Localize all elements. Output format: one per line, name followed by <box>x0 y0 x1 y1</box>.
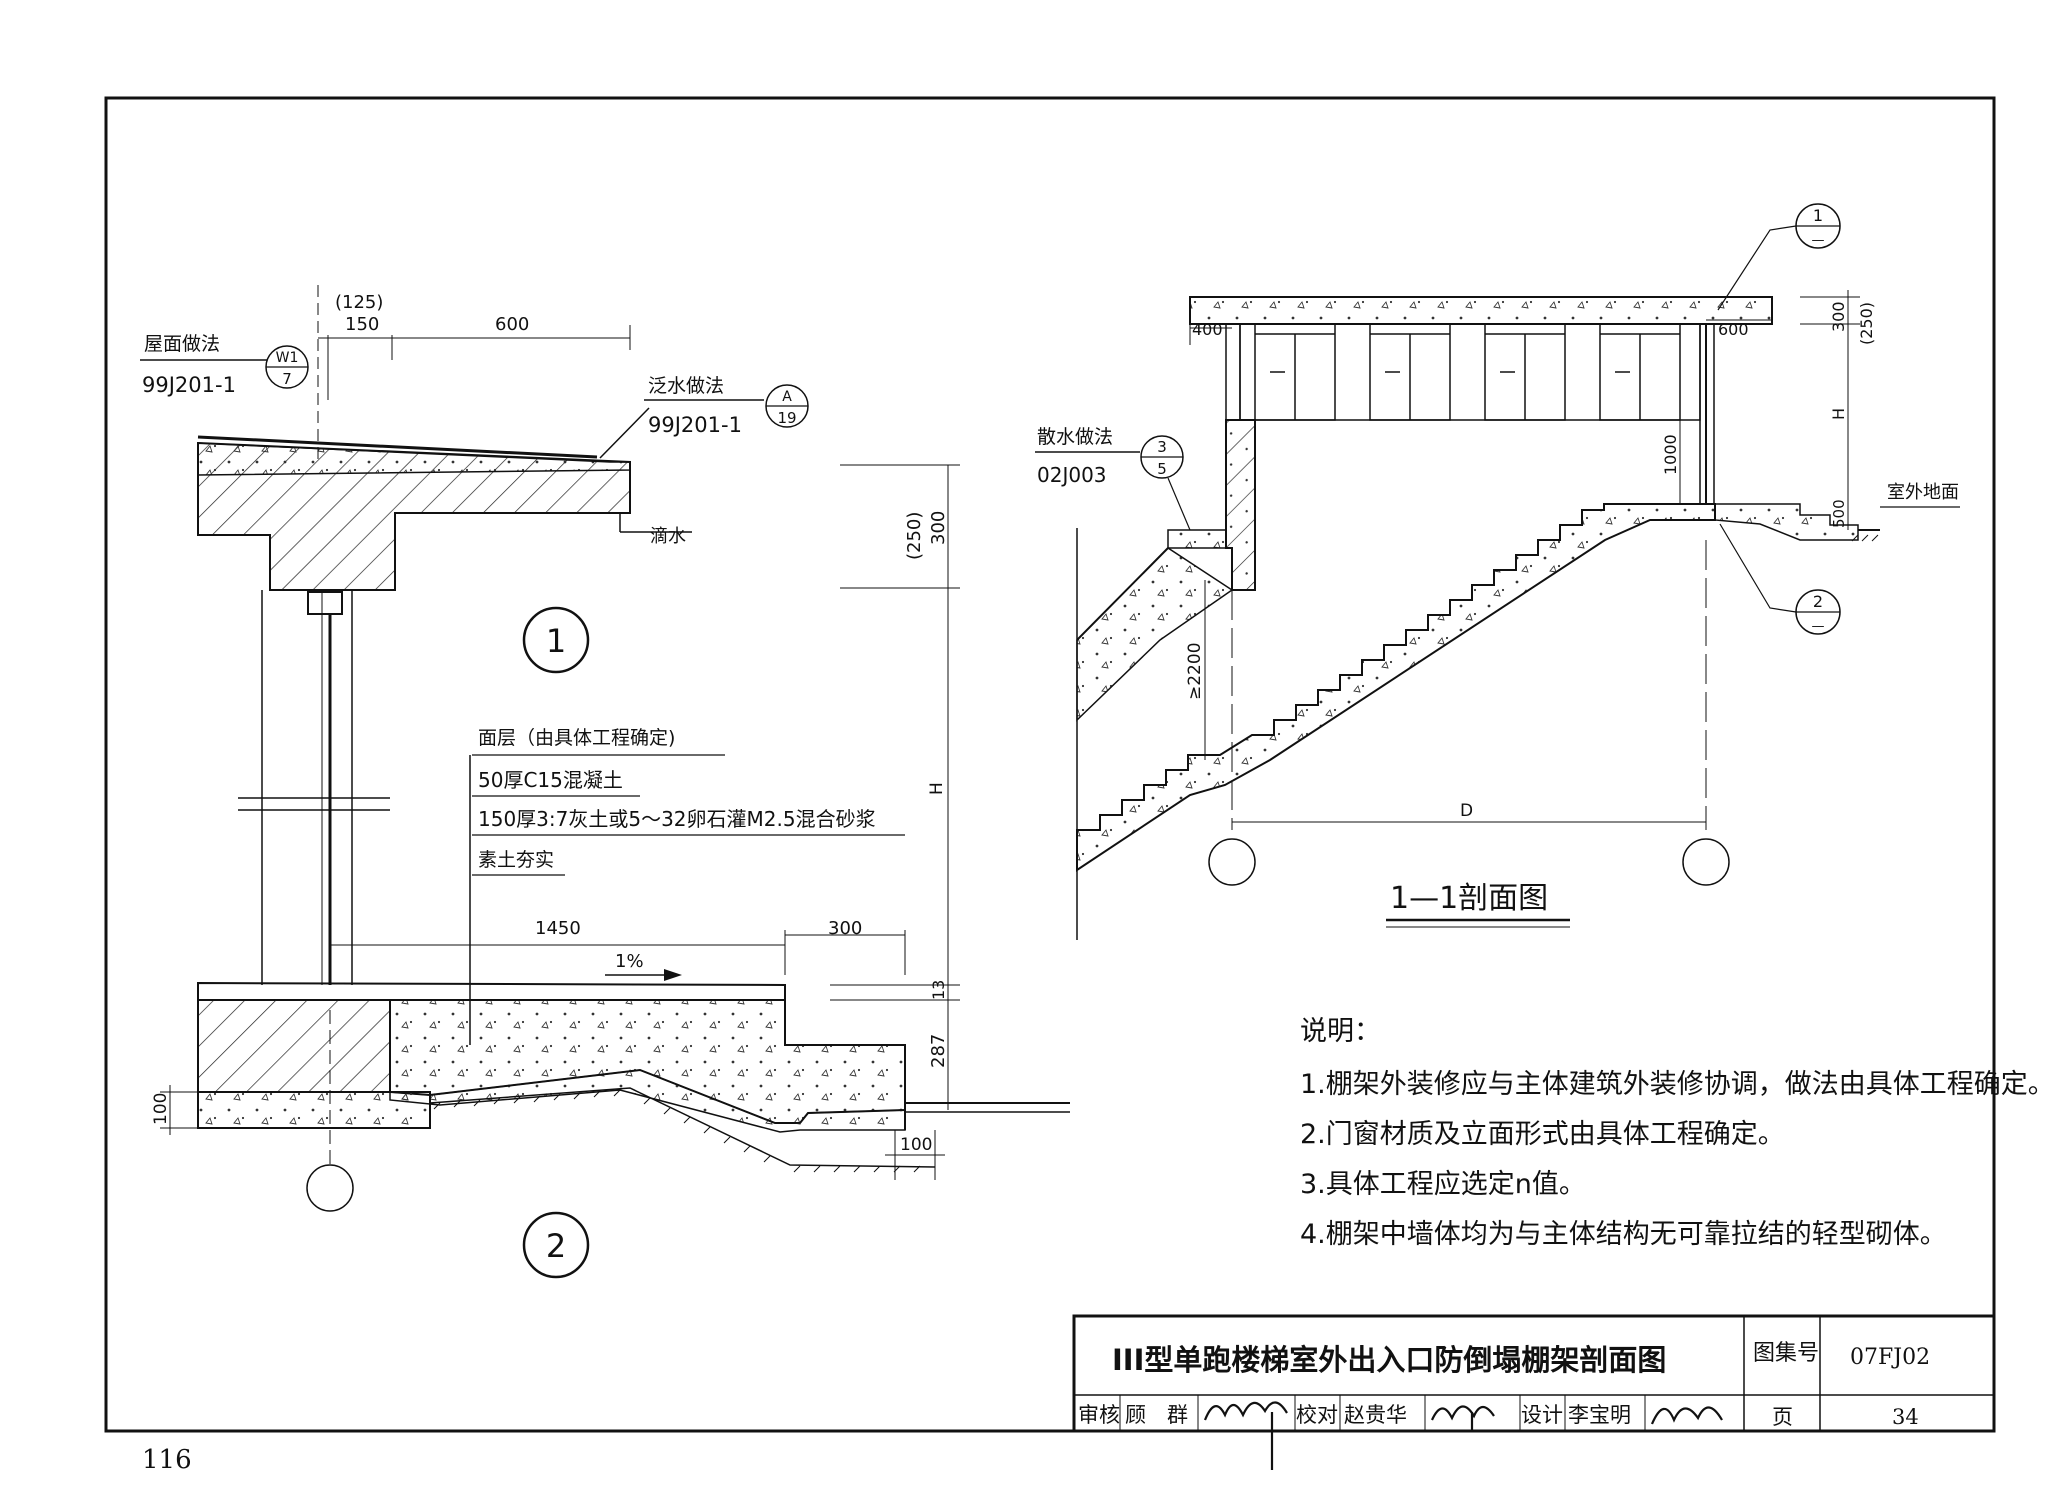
dim-250: (250) <box>904 512 925 560</box>
detail-1: 滴水 (125) 150 600 屋面做法 99J201-1 W1 7 泛水做法… <box>140 285 960 1050</box>
dim-250: (250) <box>1857 302 1876 345</box>
layer-2: 50厚C15混凝土 <box>478 768 623 792</box>
svg-text:—: — <box>1812 619 1825 634</box>
detail-marker-1 <box>522 606 590 674</box>
slope-label: 1% <box>615 951 644 972</box>
drip-label: 滴水 <box>650 526 686 547</box>
svg-text:W1: W1 <box>276 350 299 366</box>
dim-150: 150 <box>345 314 379 335</box>
dim-287: 287 <box>928 1034 949 1068</box>
designer: 李宝明 <box>1568 1403 1631 1427</box>
svg-text:A: A <box>782 389 792 405</box>
sheet-border <box>104 96 1996 1433</box>
notes-heading: 说明： <box>1300 1016 1381 1047</box>
dim-300: 300 <box>828 918 862 939</box>
notes: 说明： 1.棚架外装修应与主体建筑外装修协调，做法由具体工程确定。 2.门窗材质… <box>1300 1016 2048 1250</box>
svg-text:2: 2 <box>1813 592 1823 611</box>
layer-4: 素土夯实 <box>478 849 554 871</box>
dim-D: D <box>1460 801 1473 821</box>
roof-ref-code: 99J201-1 <box>142 373 236 397</box>
floor-finish <box>197 981 786 1001</box>
design-label: 设计 <box>1521 1403 1563 1427</box>
dim-H: H <box>1829 408 1848 420</box>
detail-2: 面层（由具体工程确定) 50厚C15混凝土 150厚3:7灰土或5～32卵石灌M… <box>151 727 1070 1279</box>
dim-125: (125) <box>335 292 383 313</box>
note-item-1: 1.棚架外装修应与主体建筑外装修协调，做法由具体工程确定。 <box>1300 1069 2048 1100</box>
roof-label: 屋面做法 <box>144 333 220 355</box>
floor-concrete <box>389 999 906 1124</box>
dim-300: 300 <box>1829 301 1848 332</box>
designer-signature <box>1650 1406 1723 1425</box>
layer-1: 面层（由具体工程确定) <box>478 727 675 749</box>
note-item-4: 4.棚架中墙体均为与主体结构无可靠拉结的轻型砌体。 <box>1300 1219 1947 1250</box>
foundation-base <box>197 1091 431 1129</box>
dim-13: 13 <box>929 980 948 1000</box>
axis-bubble-left <box>1208 838 1256 886</box>
layer-3: 150厚3:7灰土或5～32卵石灌M2.5混合砂浆 <box>478 807 876 831</box>
dim-H: H <box>927 782 947 795</box>
canopy-roof <box>1189 296 1773 325</box>
dim-600: 600 <box>495 314 529 335</box>
svg-text:7: 7 <box>282 370 292 388</box>
detail-marker-2 <box>522 1211 590 1279</box>
roof-topping <box>197 442 631 476</box>
stair-flight <box>1076 503 1716 872</box>
page-value: 34 <box>1892 1405 1919 1429</box>
flash-label: 泛水做法 <box>648 375 724 397</box>
svg-text:1: 1 <box>546 622 566 660</box>
title-block: III型单跑楼梯室外出入口防倒塌棚架剖面图 图集号 07FJ02 审核 顾 群 … <box>1072 1314 1996 1470</box>
axis-bubble <box>306 1164 354 1212</box>
earth-slope <box>1076 547 1234 722</box>
dim-500: 500 <box>1830 499 1848 528</box>
outside-step <box>1714 503 1859 541</box>
dim-1000: 1000 <box>1661 434 1680 475</box>
roof-slab <box>197 441 631 591</box>
svg-text:3: 3 <box>1157 438 1167 456</box>
apron-label: 散水做法 <box>1037 426 1113 448</box>
review-label: 审核 <box>1078 1403 1120 1427</box>
dim-2200: ≥2200 <box>1185 642 1205 700</box>
foundation-block <box>197 999 391 1093</box>
roof-finish-line <box>197 435 598 459</box>
left-wall-base <box>1225 419 1256 591</box>
svg-text:—: — <box>1812 233 1825 248</box>
section-title: 1—1剖面图 <box>1390 881 1548 916</box>
checker: 赵贵华 <box>1344 1403 1407 1427</box>
svg-text:5: 5 <box>1157 460 1167 478</box>
atlas-label: 图集号 <box>1753 1341 1819 1366</box>
svg-text:2: 2 <box>546 1227 566 1265</box>
dim-300: 300 <box>928 511 949 545</box>
section-1-1: D 400 600 300 (250) H 500 1000 室外地面 ≥220… <box>1035 203 1960 940</box>
apron-ref-code: 02J003 <box>1037 463 1107 487</box>
page-number: 116 <box>142 1445 192 1475</box>
dim-100-left: 100 <box>151 1093 171 1125</box>
dim-1450: 1450 <box>535 918 581 939</box>
note-item-3: 3.具体工程应选定n值。 <box>1300 1169 1586 1200</box>
floor-step <box>784 985 906 1130</box>
reviewer: 顾 群 <box>1125 1403 1188 1427</box>
dim-100-bottom: 100 <box>900 1135 932 1155</box>
atlas-value: 07FJ02 <box>1850 1345 1930 1370</box>
dim-400: 400 <box>1192 320 1223 339</box>
ground-label: 室外地面 <box>1887 482 1959 503</box>
checker-signature <box>1430 1405 1495 1432</box>
dim-600: 600 <box>1718 320 1749 339</box>
compacted-soil <box>429 1087 936 1168</box>
note-item-2: 2.门窗材质及立面形式由具体工程确定。 <box>1300 1119 1785 1150</box>
apron <box>1167 529 1227 549</box>
axis-bubble-right <box>1682 838 1730 886</box>
left-wall <box>1225 323 1241 421</box>
svg-text:1: 1 <box>1813 206 1823 225</box>
check-label: 校对 <box>1296 1403 1338 1427</box>
svg-text:19: 19 <box>777 409 796 427</box>
page-label: 页 <box>1772 1405 1793 1429</box>
reviewer-signature <box>1203 1401 1288 1470</box>
drawing-title: III型单跑楼梯室外出入口防倒塌棚架剖面图 <box>1112 1343 1666 1377</box>
flash-ref-code: 99J201-1 <box>648 413 742 437</box>
